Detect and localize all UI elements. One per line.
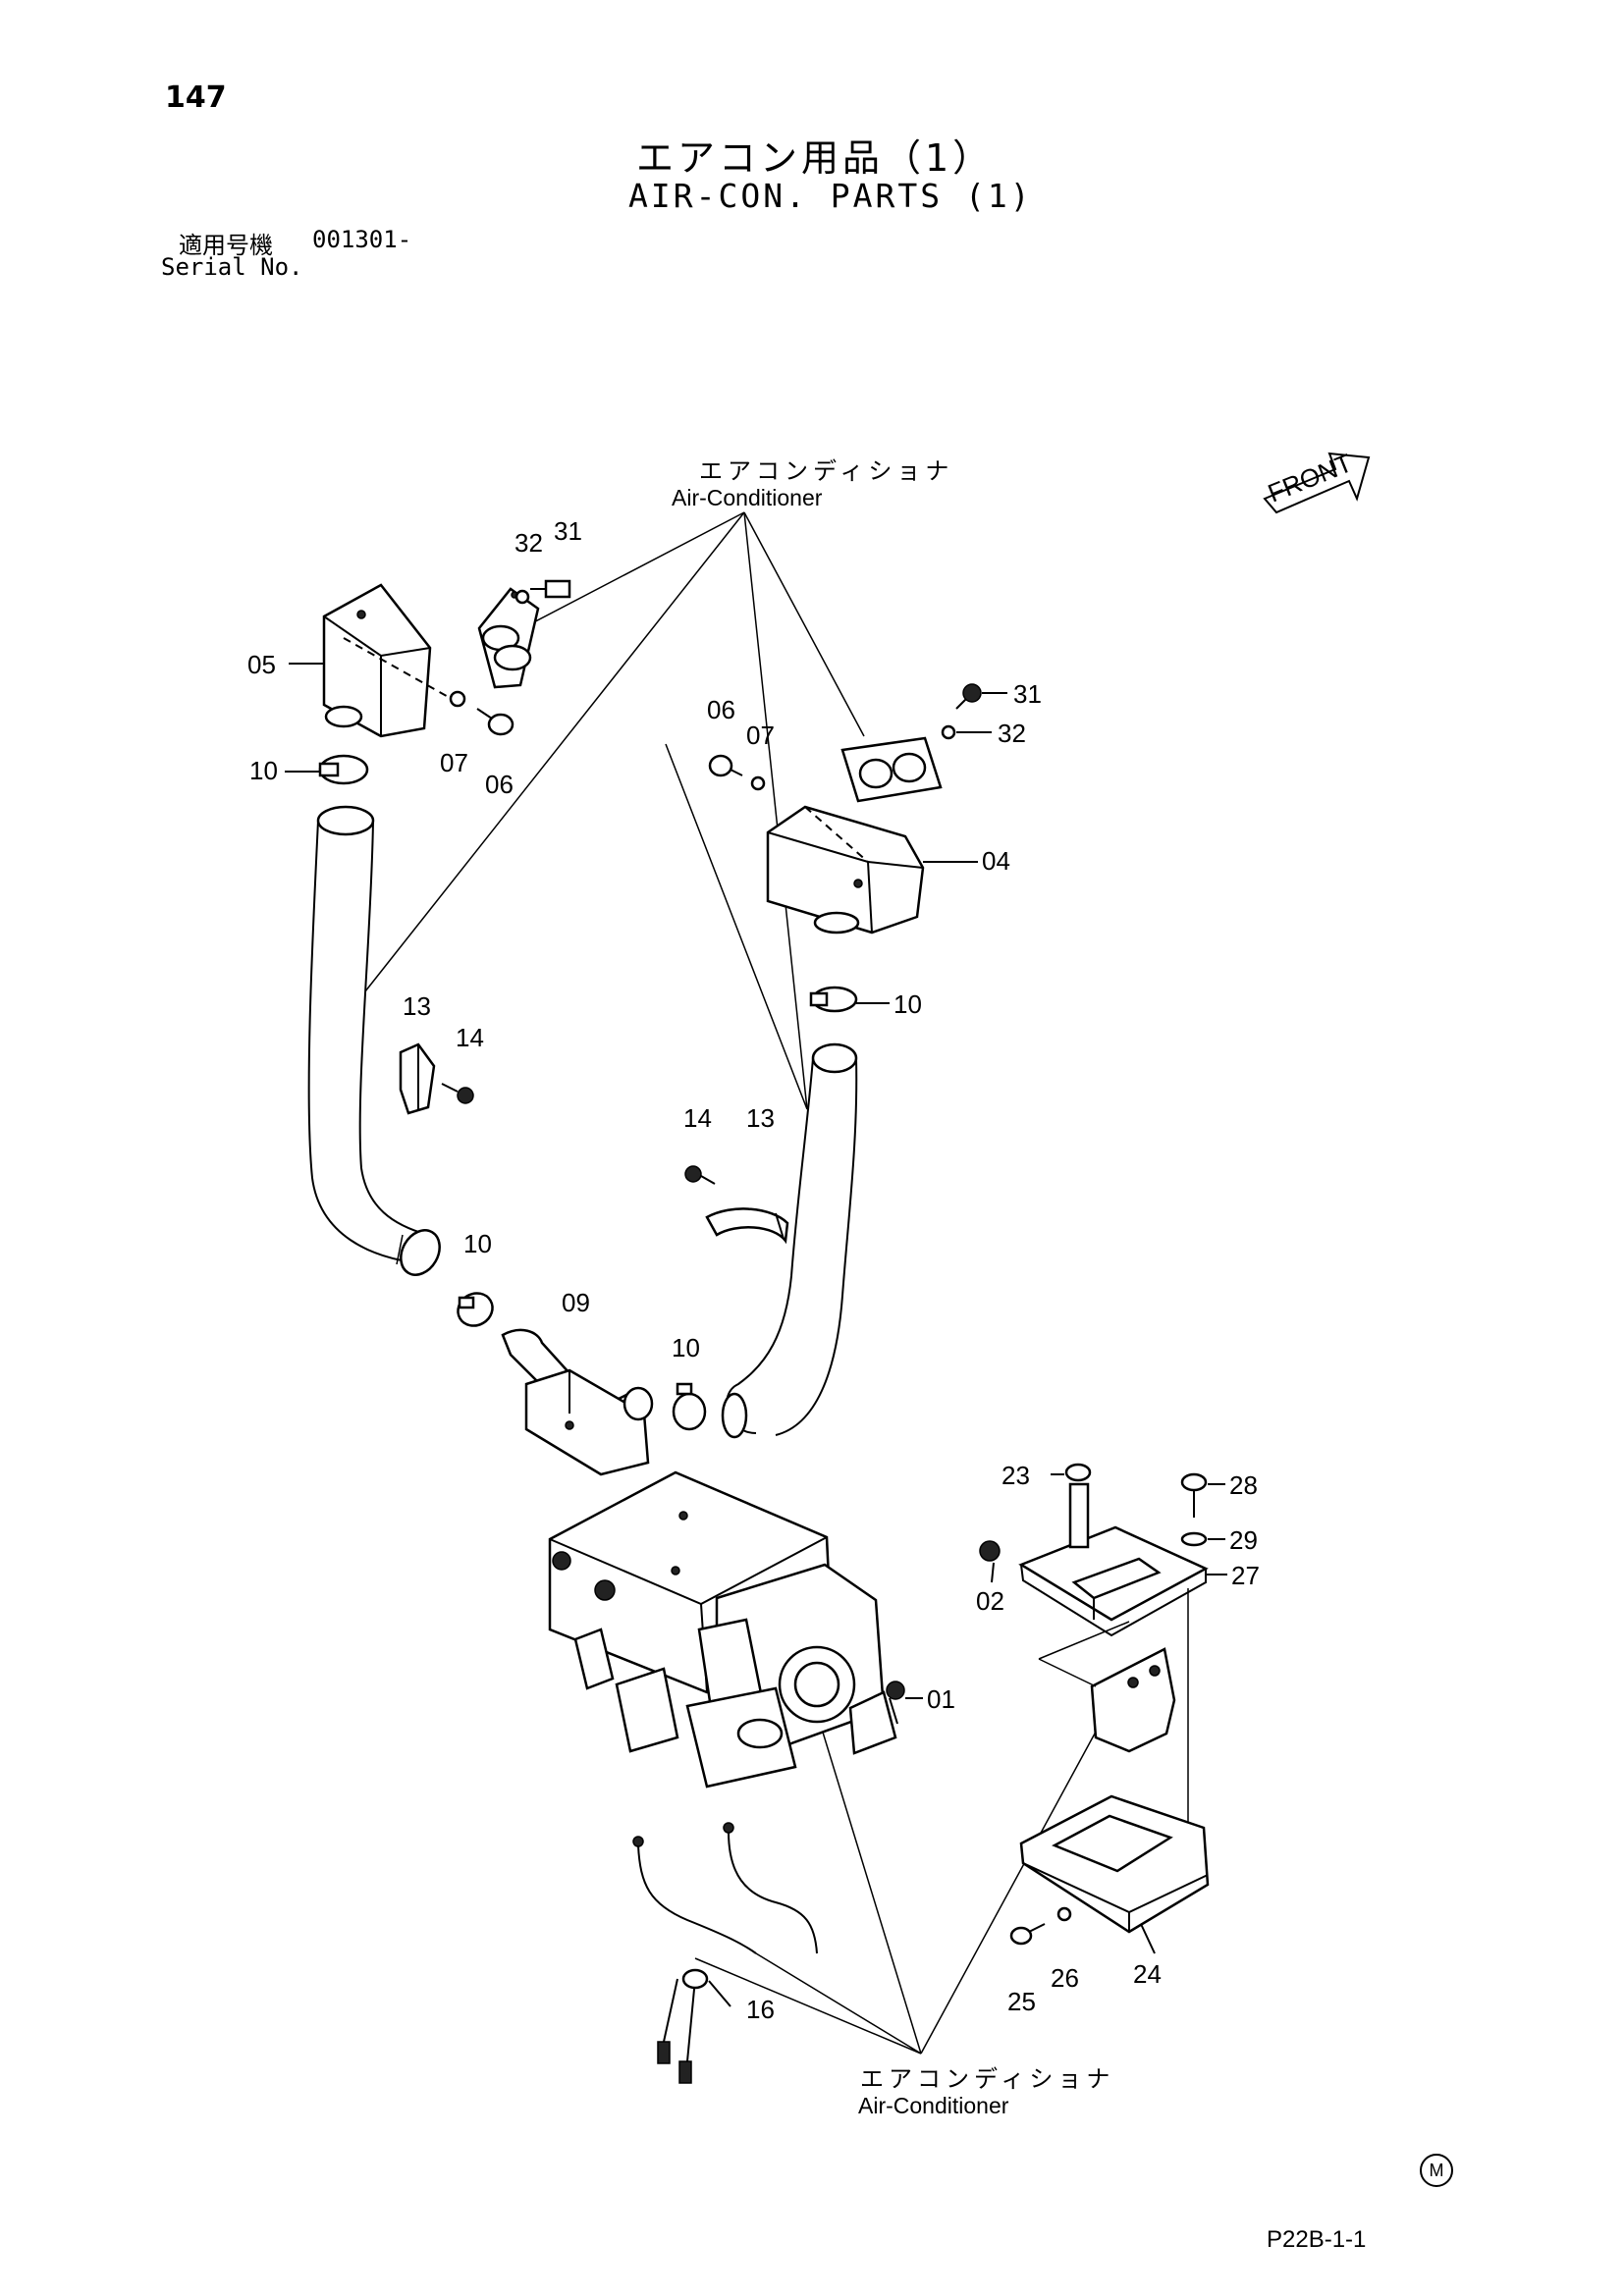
part-label-05: 05 [247,650,276,679]
part-label-06: 06 [485,770,514,799]
louvre-plate-left [477,587,540,689]
bracket-13-right [705,1207,789,1245]
bracket-13-left [399,1042,436,1115]
page-title-japanese: エアコン用品（1） [636,136,995,180]
part-label-23: 23 [1001,1461,1030,1490]
washer-32-right [941,724,956,740]
part-label-07: 07 [440,748,468,777]
part-label-07: 07 [746,721,775,750]
screw-06-right [708,754,743,777]
callout-top-leaders [364,511,865,1110]
part-label-25: 25 [1007,1987,1036,2016]
screw-28 [1180,1472,1225,1518]
part-label-02: 02 [976,1586,1004,1616]
screw-06-left [476,708,514,736]
louvre-plate-right [840,736,943,803]
callout-bottom-leaders [694,1588,1189,2055]
duct-elbow-05 [322,583,453,738]
clamp-10-mid-left [457,1292,494,1327]
duct-elbow-04 [766,805,925,934]
washer-29 [1180,1531,1225,1547]
bracket-middle [1038,1621,1176,1753]
bolt-14-right [684,1165,716,1185]
front-arrow-icon: FRONT [1263,448,1371,514]
washer-07-left [449,690,466,708]
part-label-14: 14 [683,1103,712,1133]
part-label-29: 29 [1229,1525,1258,1555]
duct-hose-right [721,1042,858,1439]
part-label-01: 01 [927,1684,955,1714]
part-label-31: 31 [1013,679,1042,709]
page-title-english: AIR-CON. PARTS (1) [628,177,1033,215]
duct-hose-left [307,805,441,1276]
page-number: 147 [165,80,227,115]
washer-26 [1056,1906,1072,1922]
part-label-32: 32 [998,719,1026,748]
bolt-25 [1009,1923,1046,1946]
part-label-10: 10 [463,1229,492,1258]
clamp-10-mid-right [672,1382,707,1431]
duct-adapter-09 [501,1328,654,1476]
part-label-26: 26 [1051,1963,1079,1993]
box-24 [1019,1794,1210,1954]
part-label-14: 14 [456,1023,484,1052]
air-conditioner-unit [548,1470,897,1789]
wiring-harness-16 [632,1822,818,2084]
callout-bottom-japanese: エアコンディショナ [860,2065,1115,2093]
part-label-24: 24 [1133,1959,1162,1989]
bolt-14-left [441,1083,474,1104]
serial-label-english: Serial No. [161,253,303,281]
screw-31-left [530,579,571,599]
part-label-04: 04 [982,846,1010,876]
part-label-31: 31 [554,516,582,546]
part-label-28: 28 [1229,1470,1258,1500]
bolt-01 [886,1681,923,1725]
part-label-10: 10 [672,1333,700,1362]
bolt-02 [979,1540,1001,1583]
part-label-13: 13 [746,1103,775,1133]
part-label-06: 06 [707,695,735,724]
part-label-27: 27 [1231,1561,1260,1590]
callout-top-english: Air-Conditioner [672,485,823,510]
callout-top-japanese: エアコンディショナ [699,457,954,485]
model-mark: M [1420,2154,1453,2187]
screw-31-right [955,683,982,710]
washer-07-right [750,775,766,791]
front-label: FRONT [1264,448,1356,507]
part-label-10: 10 [893,989,922,1019]
part-label-13: 13 [403,991,431,1021]
page-code: P22B-1-1 [1267,2226,1367,2253]
clamp-10-left-top [318,754,369,785]
part-label-16: 16 [746,1995,775,2024]
part-label-10: 10 [249,756,278,785]
serial-value: 001301- [312,226,412,253]
washer-32-left [514,589,530,605]
screw-23 [1051,1463,1092,1549]
clamp-10-right [809,986,858,1013]
callout-bottom-english: Air-Conditioner [858,2093,1009,2118]
part-label-09: 09 [562,1288,590,1317]
bracket-plate-27 [1018,1525,1209,1637]
serial-label-japanese: 適用号機 [179,232,273,259]
part-label-32: 32 [514,528,543,558]
